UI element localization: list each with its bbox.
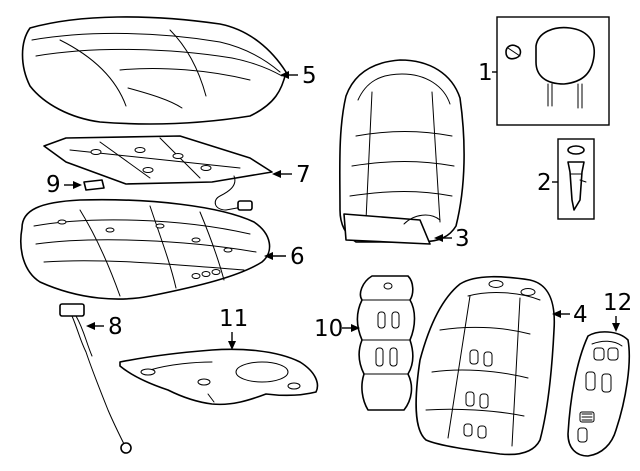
svg-text:1: 1 [478,60,493,86]
callout-11: 11 [219,306,248,350]
svg-text:9: 9 [46,172,61,198]
callout-3: 3 [434,226,470,252]
part-1-headrest-box[interactable] [496,16,610,126]
part-5-seat-cushion-cover[interactable] [21,16,287,125]
svg-text:4: 4 [573,302,588,328]
part-6-seat-cushion-frame[interactable] [20,198,271,300]
svg-text:3: 3 [455,226,470,252]
svg-text:6: 6 [290,244,305,270]
callout-7: 7 [272,162,311,188]
part-11-cushion-bracket[interactable] [119,348,319,406]
part-9-seat-pad[interactable] [83,179,105,191]
svg-text:8: 8 [108,314,123,340]
callout-5: 5 [280,63,317,89]
callout-12: 12 [603,290,632,332]
callout-10: 10 [314,316,360,342]
svg-text:7: 7 [296,162,311,188]
callout-2: 2 [537,170,558,196]
callout-8: 8 [86,314,123,340]
part-4-seat-back-frame[interactable] [415,275,556,456]
part-8-sensor-harness[interactable] [59,303,132,454]
part-3-seat-back-cover[interactable] [338,59,465,245]
part-12-side-panel[interactable] [567,331,631,457]
svg-text:11: 11 [219,306,248,332]
part-7-seat-heater-pad[interactable] [43,135,273,211]
svg-text:5: 5 [302,63,317,89]
callout-9: 9 [46,172,82,198]
callout-6: 6 [264,244,305,270]
svg-text:12: 12 [603,290,632,316]
svg-text:10: 10 [314,316,343,342]
callout-1: 1 [478,60,497,86]
callout-4: 4 [552,302,588,328]
svg-text:2: 2 [537,170,552,196]
part-2-headrest-guide-box[interactable] [557,138,595,220]
part-10-lumbar-support[interactable] [356,275,416,411]
